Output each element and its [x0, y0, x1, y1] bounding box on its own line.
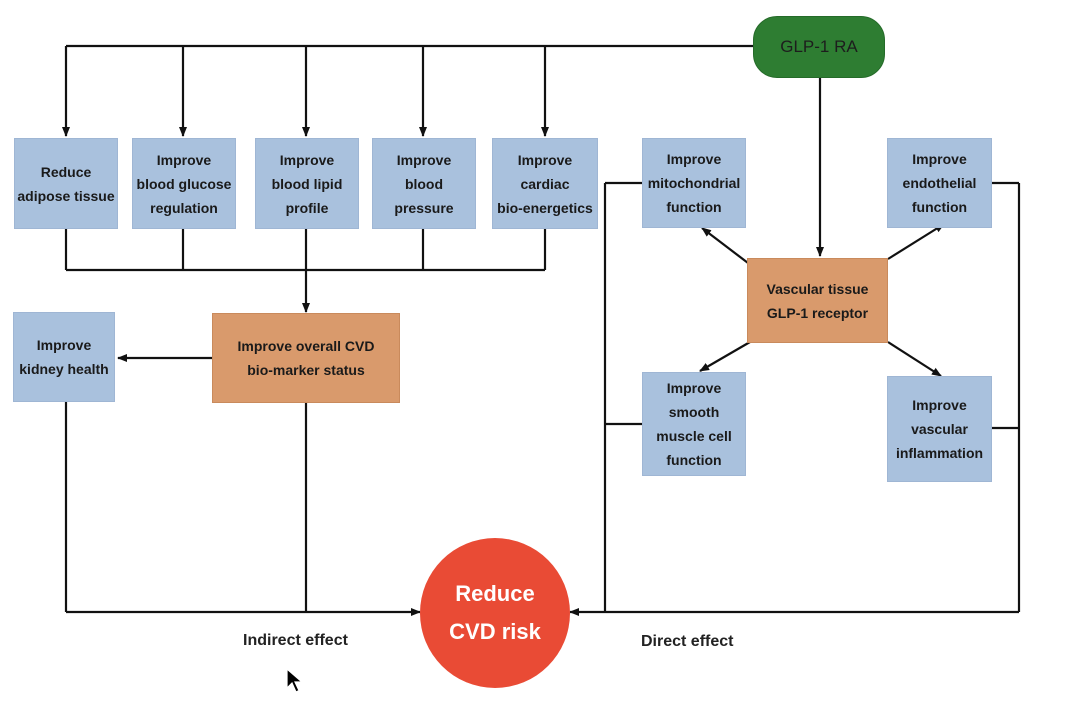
kidney-health-box: Improve kidney health — [13, 312, 115, 402]
endothelial-function-box: Improve endothelial function — [887, 138, 992, 228]
reduce-cvd-risk-node: Reduce CVD risk — [420, 538, 570, 688]
smooth-muscle-box: Improve smooth muscle cell function — [642, 372, 746, 476]
cardiac-bioenergetics-box: Improve cardiac bio-energetics — [492, 138, 598, 229]
blood-pressure-box: Improve blood pressure — [372, 138, 476, 229]
mouse-pointer-icon — [286, 668, 304, 693]
glp1-ra-node: GLP-1 RA — [753, 16, 885, 78]
vascular-inflammation-box: Improve vascular inflammation — [887, 376, 992, 482]
vascular-receptor-box: Vascular tissue GLP-1 receptor — [747, 258, 888, 343]
direct-effect-label: Direct effect — [641, 633, 734, 650]
blood-lipid-box: Improve blood lipid profile — [255, 138, 359, 229]
indirect-effect-label: Indirect effect — [243, 632, 348, 649]
reduce-adipose-tissue-box: Reduce adipose tissue — [14, 138, 118, 229]
blood-glucose-box: Improve blood glucose regulation — [132, 138, 236, 229]
mitochondrial-function-box: Improve mitochondrial function — [642, 138, 746, 228]
cvd-biomarker-box: Improve overall CVD bio-marker status — [212, 313, 400, 403]
